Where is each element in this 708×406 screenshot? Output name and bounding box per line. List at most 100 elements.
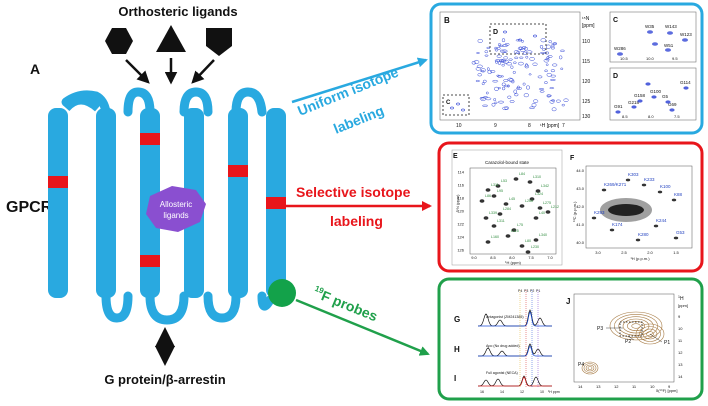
leucine-peak (511, 228, 517, 232)
hsqc-peak (476, 52, 480, 54)
leucine-peak-label: L310 (533, 175, 541, 179)
hsqc-peak (500, 75, 504, 78)
panel-e-ytick: 118 (458, 196, 465, 201)
fluorine-arrow (295, 298, 430, 356)
leucine-peak-label: L311 (491, 183, 499, 187)
panel-c-peak-label: W123 (680, 32, 692, 37)
hsqc-peak (544, 69, 548, 73)
panel-f-xtick: 2.5 (621, 250, 627, 255)
panel-g-condition: Antagonist (ZM241385) (486, 315, 524, 319)
panel-b-zoom-label-d: D (493, 29, 498, 36)
leucine-peak (519, 204, 525, 208)
panel-c-peak-label: W35 (645, 24, 655, 29)
uniform-label-line1: Uniform isotope (295, 64, 401, 119)
lysine-peak-label: K303 (628, 172, 639, 177)
leucine-peak-label: L212 (551, 205, 559, 209)
glycine-peak (651, 95, 657, 99)
panel-label-j: J (566, 297, 570, 306)
leucine-peak (537, 206, 543, 210)
helix-1 (48, 108, 68, 298)
hsqc-peak (525, 85, 531, 90)
hsqc-peak (450, 106, 454, 110)
hsqc-peak (487, 69, 492, 74)
hsqc-peak (546, 56, 550, 59)
hsqc-peak (546, 44, 551, 49)
panel-j-xtick: 12 (614, 384, 619, 389)
panel-b-peaks (450, 30, 569, 112)
leucine-peak (497, 212, 503, 216)
lysine-peak (671, 198, 677, 202)
tryptophan-peak (665, 48, 671, 52)
hsqc-peak (514, 56, 519, 59)
panel-j-ytick: 11 (678, 338, 683, 343)
hsqc-peak (552, 63, 558, 67)
lysine-peak-label: G53 (676, 230, 685, 235)
triangle-ligand-icon (156, 25, 186, 52)
panel-b-xtick: 8 (528, 123, 531, 129)
hsqc-peak (490, 70, 496, 73)
gpcr-label: GPCR (6, 199, 53, 216)
panel-e-ytick: 120 (457, 209, 464, 214)
hsqc-peak (540, 51, 546, 54)
hsqc-peak (559, 55, 563, 60)
panel-label-f: F (570, 155, 575, 162)
hsqc-peak (504, 43, 510, 46)
transducer-label: G protein/β-arrestin (104, 372, 225, 387)
panel-e-title: Carazolol-bound state (485, 160, 530, 165)
lysine-peak-label: K244 (656, 218, 667, 223)
panel-f-ytick: 40.0 (576, 240, 585, 245)
panel-b-zoom-box-d (489, 23, 547, 55)
tryptophan-peak (652, 42, 658, 46)
leucine-peak-label: L311 (497, 219, 505, 223)
leucine-peak (519, 244, 525, 248)
panel-d-peak-label: G69 (668, 102, 677, 107)
hsqc-peak (529, 57, 535, 61)
lysine-peak-label: K174 (612, 222, 623, 227)
panel-ghi-spectra (477, 290, 552, 388)
leucine-peak-label: L75 (517, 223, 523, 227)
hsqc-peak (545, 63, 549, 66)
panel-c: C W35 W143 W123 W286 W51 10.5 10.0 9.5 (609, 11, 697, 63)
panel-c-peak-label: W286 (614, 46, 626, 51)
panel-c-peaks (617, 30, 688, 56)
selective-panel-frame (437, 141, 704, 273)
hsqc-peak (524, 64, 530, 69)
leucine-peak (503, 202, 509, 206)
panel-c-xtick: 9.5 (672, 56, 678, 61)
panel-e-xtick: 8.0 (509, 255, 515, 260)
hsqc-peak (456, 102, 460, 106)
leucine-peak (533, 238, 539, 242)
glycine-peak (665, 100, 671, 104)
hsqc-peak (503, 56, 509, 60)
intracellular-loop-2 (145, 291, 189, 325)
leucine-peak (535, 189, 541, 193)
hsqc-peak (563, 98, 569, 102)
panel-ghi-xlabel: ¹H ppm (548, 390, 560, 394)
panel-e: E Carazolol-bound state ¹⁵N (ppm) ¹H (pp… (451, 149, 563, 266)
panel-e-xtick: 9.0 (471, 255, 477, 260)
hexagon-ligand-icon (105, 28, 133, 54)
selective-label-line1: Selective isotope (296, 184, 411, 200)
fluorine-label-sup: 19 (313, 284, 325, 296)
fluorine-spectrum (478, 311, 552, 327)
extracellular-loop-2 (179, 87, 213, 117)
hsqc-peak (501, 82, 506, 87)
hsqc-peak (525, 55, 529, 59)
uniform-arrow (291, 57, 428, 104)
panel-d-xtick: 8.5 (622, 114, 628, 119)
panel-b-zoom-label-c: C (446, 100, 451, 106)
hsqc-peak (509, 100, 515, 103)
fluorine-panel-frame (437, 277, 704, 401)
fluorine-contour (587, 366, 593, 370)
panel-j-contours (581, 311, 665, 375)
panel-j-peak-label: P1 (664, 340, 670, 346)
hsqc-peak (484, 54, 489, 57)
hsqc-peak (517, 61, 524, 66)
hsqc-peak (539, 44, 544, 49)
glycine-peak (637, 99, 643, 103)
panel-label-e: E (453, 153, 458, 160)
hsqc-peak (477, 38, 483, 43)
hsqc-peak (533, 34, 537, 38)
hsqc-peak (550, 46, 555, 50)
hsqc-peak (537, 75, 543, 79)
